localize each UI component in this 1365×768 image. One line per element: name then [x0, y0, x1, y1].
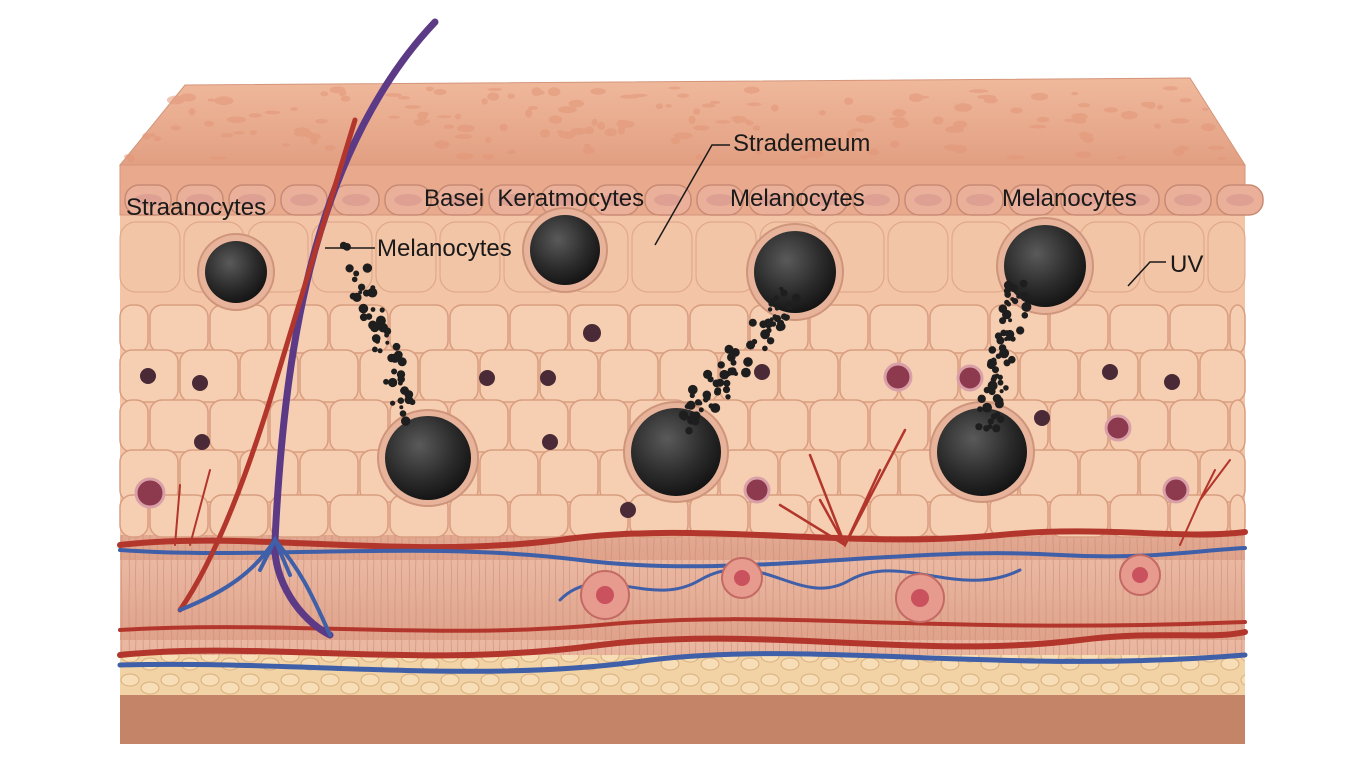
label-stratum: Straanocytes [126, 194, 266, 221]
label-melanocytes-hair: Melanocytes [377, 235, 512, 262]
hypodermis-base [120, 690, 1245, 744]
label-melanocytes-center: Melanocytes [730, 185, 865, 212]
melanocyte-basal-3 [747, 224, 843, 320]
melanosome-cluster-3 [930, 402, 1034, 502]
melanosome-cluster-1 [378, 410, 478, 506]
melanocyte-basal-1 [198, 234, 274, 310]
label-basal-keratinocytes: Basei Keratmocytes [424, 185, 644, 212]
label-stratum-top: Strademeum [733, 130, 870, 157]
label-uv: UV [1170, 251, 1203, 278]
label-melanocytes-right: Melanocytes [1002, 185, 1137, 212]
melanocyte-basal-2 [523, 208, 607, 292]
melanosome-cluster-2 [624, 402, 728, 502]
